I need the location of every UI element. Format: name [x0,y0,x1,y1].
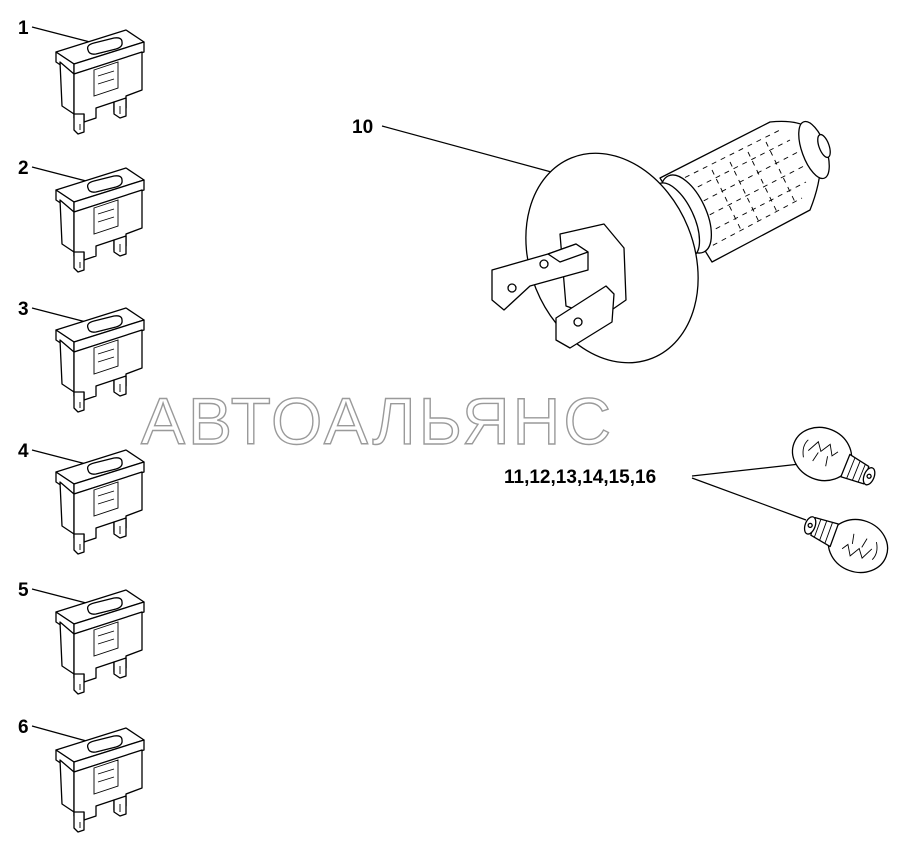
leader-line-5 [31,588,91,605]
fuse-6: 6 [18,717,145,833]
fuse-3: 3 [18,299,145,413]
signal-bulbs: 11,12,13,14,15,16 [504,418,896,582]
fuse-1: 1 [18,18,145,135]
leader-line-2 [31,166,91,183]
callout-label-5: 5 [18,580,29,601]
bayonet-bulb-icon [794,501,896,582]
callout-label-4: 4 [18,441,29,462]
leader-line-6 [31,725,91,743]
blade-fuse-icon [55,307,145,413]
h4-headlamp-bulb-icon [491,120,831,364]
callout-label-3: 3 [18,299,29,320]
callout-label-2: 2 [18,158,29,179]
fuse-4: 4 [18,441,145,555]
bayonet-bulb-icon [783,418,886,501]
leader-line-lower-bulb [691,477,807,521]
blade-fuse-icon [55,29,145,135]
blade-fuse-icon [55,449,145,555]
blade-fuse-icon [55,589,145,695]
callout-label-10: 10 [352,117,373,138]
leader-line-upper-bulb [691,463,801,477]
leader-line-3 [31,307,91,324]
leader-line-10 [381,125,567,177]
blade-fuse-icon [55,727,145,833]
leader-line-1 [31,26,91,43]
callout-label-11-16: 11,12,13,14,15,16 [504,467,656,488]
headlamp-bulb: 10 [352,117,831,364]
watermark-text: АВТОАЛЬЯНС [141,384,614,458]
callout-label-1: 1 [18,18,29,39]
fuse-2: 2 [18,158,145,273]
leader-line-4 [31,449,91,466]
blade-fuse-icon [55,167,145,273]
fuse-5: 5 [18,580,145,695]
callout-label-6: 6 [18,717,29,738]
